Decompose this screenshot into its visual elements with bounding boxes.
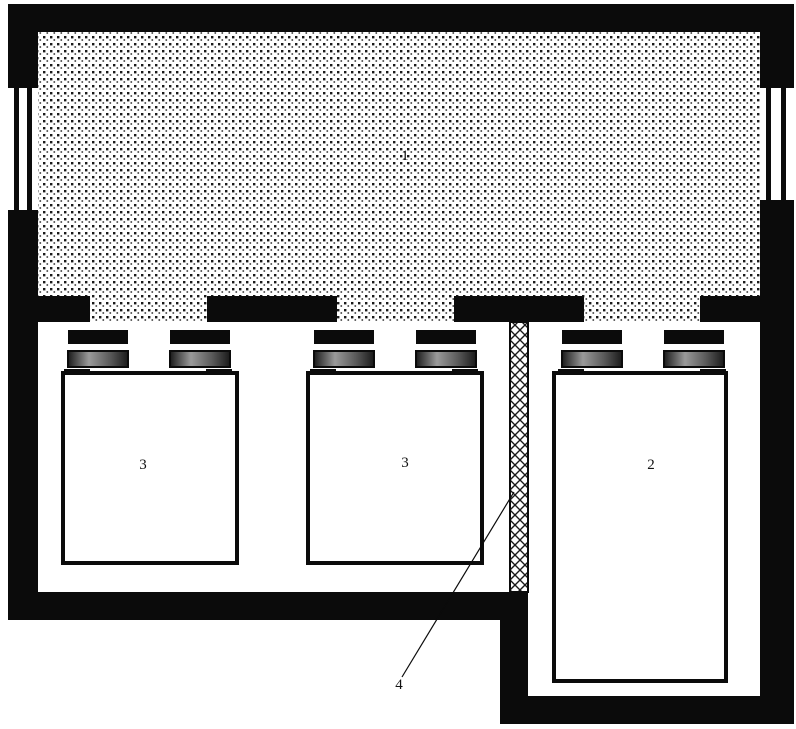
label-room-1: 1 bbox=[401, 148, 409, 164]
partition-wall bbox=[509, 321, 529, 593]
fixture-top-bar bbox=[314, 330, 374, 344]
fixture-gradient-bar bbox=[67, 350, 129, 368]
room-box-left-a bbox=[61, 371, 239, 565]
label-room-left-a: 3 bbox=[139, 457, 147, 473]
fixture-gradient-bar bbox=[663, 350, 725, 368]
dotted-room bbox=[38, 30, 760, 322]
room-boxes bbox=[61, 371, 728, 683]
fixture-gradient-bar bbox=[415, 350, 477, 368]
partition-leader-line bbox=[401, 491, 515, 678]
fixture-top-bar bbox=[562, 330, 622, 344]
fixture-gradient-bar bbox=[313, 350, 375, 368]
label-room-right: 2 bbox=[647, 457, 655, 473]
fixture-gradient-bar bbox=[169, 350, 231, 368]
fixture-top-bar bbox=[664, 330, 724, 344]
label-room-left-b: 3 bbox=[401, 455, 409, 471]
fixture-top-bar bbox=[68, 330, 128, 344]
outer-walls bbox=[8, 4, 794, 724]
label-partition: 4 bbox=[395, 677, 403, 693]
fixture-top-bar bbox=[416, 330, 476, 344]
fixture-row bbox=[64, 330, 726, 375]
inner-wall-segments bbox=[38, 296, 760, 322]
fixture-top-bar bbox=[170, 330, 230, 344]
room-box-left-b bbox=[306, 371, 484, 565]
fixture-gradient-bar bbox=[561, 350, 623, 368]
room-box-right bbox=[552, 371, 728, 683]
